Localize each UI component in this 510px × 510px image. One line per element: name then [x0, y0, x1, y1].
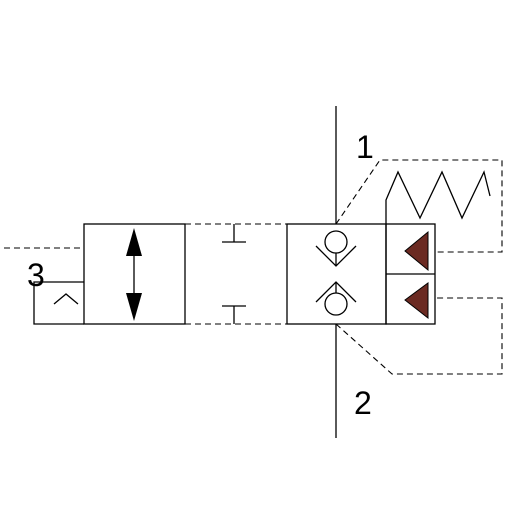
port-2-label: 2	[354, 385, 372, 421]
vent-symbol	[33, 281, 84, 325]
check-valve-lower-icon	[315, 281, 357, 316]
pilot-line-lower	[335, 297, 503, 375]
pilot-triangle-upper-icon	[404, 230, 429, 272]
pilot-triangle-lower-icon	[404, 282, 429, 320]
port-3-label: 3	[27, 257, 45, 293]
valve-envelope-3	[286, 223, 387, 325]
valve-envelope-1	[83, 223, 186, 325]
blocked-port-icon	[222, 224, 246, 324]
flow-arrow-icon	[126, 228, 142, 321]
pilot-line-upper	[335, 159, 503, 253]
check-valve-upper-icon	[315, 230, 357, 267]
port-1-label: 1	[356, 129, 374, 165]
spring-icon	[385, 170, 491, 224]
